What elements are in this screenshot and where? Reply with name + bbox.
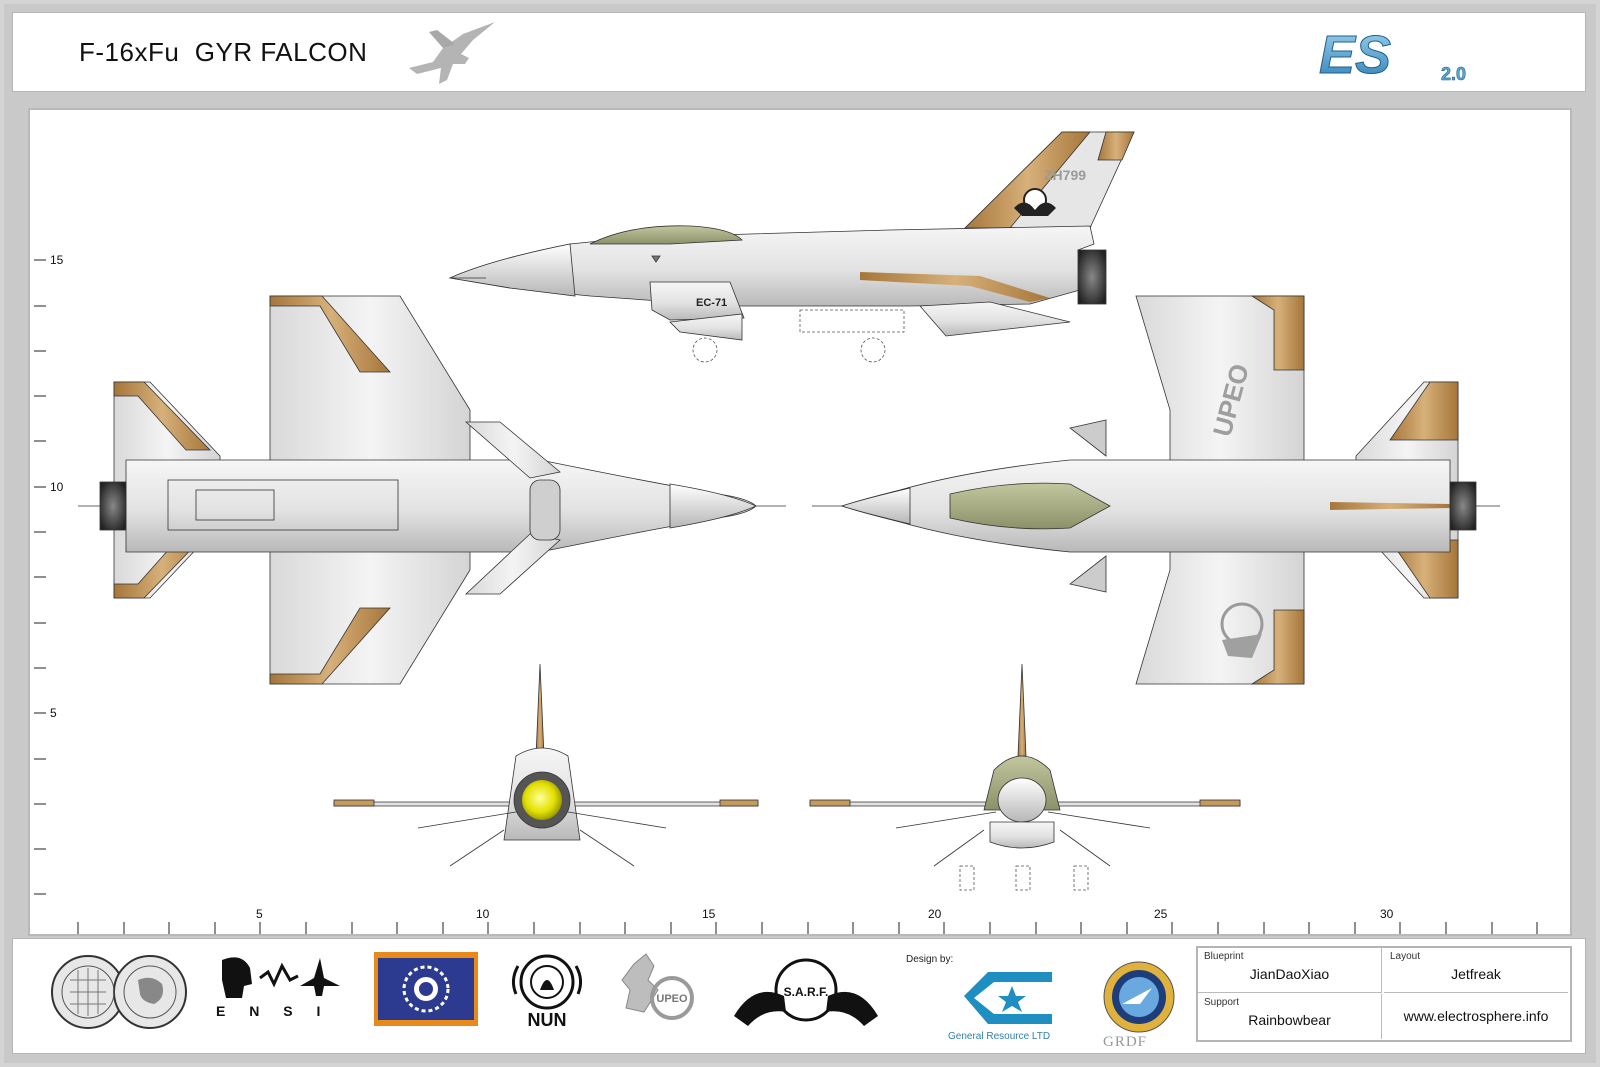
intake-code-text: EC-71 xyxy=(696,297,727,309)
general-resource-logo xyxy=(964,972,1052,1024)
x-label-25: 25 xyxy=(1154,907,1168,921)
x-label-5: 5 xyxy=(256,907,263,921)
page-title: F-16xFu GYR FALCON xyxy=(79,37,368,67)
y-label-15: 15 xyxy=(50,253,64,267)
y-label-5: 5 xyxy=(50,706,57,720)
infinity-logo-icon xyxy=(51,955,187,1029)
y-label-10: 10 xyxy=(50,480,64,494)
blueprint-canvas: 15 10 5 xyxy=(34,131,1538,934)
sarf-text: S.A.R.F. xyxy=(784,985,829,999)
nun-text: NUN xyxy=(528,1010,567,1030)
blueprint-drawing-area: 15 10 5 xyxy=(28,108,1572,936)
bottom-view: UPEO xyxy=(812,295,1500,685)
x-label-30: 30 xyxy=(1380,907,1394,921)
website-cell: www.electrosphere.info xyxy=(1384,994,1568,1039)
upeo-text: UPEO xyxy=(656,993,688,1005)
x-label-10: 10 xyxy=(476,907,490,921)
grdf-emblem-icon xyxy=(1103,961,1175,1033)
x-label-20: 20 xyxy=(928,907,942,921)
es-logo-version: 2.0 xyxy=(1441,64,1466,83)
grdf-label: GRDF xyxy=(1103,1034,1148,1050)
ensi-logo: E N S I xyxy=(216,957,340,1019)
eagle-flag-logo xyxy=(374,952,478,1026)
ruler-left xyxy=(34,259,46,895)
website-link[interactable]: www.electrosphere.info xyxy=(1403,1008,1549,1024)
layout-label: Layout xyxy=(1390,951,1421,962)
sarf-logo: S.A.R.F. xyxy=(734,958,878,1026)
upeo-logo: UPEO xyxy=(621,953,694,1020)
top-view xyxy=(78,295,786,685)
es-logo-letters: ES xyxy=(1319,33,1391,83)
blueprint-label: Blueprint xyxy=(1204,951,1244,962)
support-cell: Support Rainbowbear xyxy=(1198,994,1382,1039)
nun-logo: NUN xyxy=(511,954,583,1030)
ensi-text: E N S I xyxy=(216,1003,330,1019)
support-label: Support xyxy=(1204,997,1240,1008)
layout-value: Jetfreak xyxy=(1451,966,1501,982)
side-view: ZH799 EC-71 xyxy=(448,131,1135,363)
falcon-silhouette-icon xyxy=(409,22,495,84)
tail-code-text: ZH799 xyxy=(1044,167,1086,183)
design-by-label: Design by: xyxy=(906,954,954,965)
blueprint-cell: Blueprint JianDaoXiao xyxy=(1198,948,1382,993)
credits-table: Blueprint JianDaoXiao Layout Jetfreak Su… xyxy=(1196,946,1572,1042)
layout-cell: Layout Jetfreak xyxy=(1384,948,1568,993)
es-brand-logo: ES 2.0 xyxy=(1319,25,1509,88)
blueprint-value: JianDaoXiao xyxy=(1249,966,1330,982)
support-value: Rainbowbear xyxy=(1248,1012,1331,1028)
front-view xyxy=(809,663,1241,891)
title-bar: F-16xFu GYR FALCON ES 2.0 xyxy=(12,12,1586,92)
general-resource-label: General Resource LTD xyxy=(948,1031,1051,1042)
ruler-bottom xyxy=(77,922,1538,934)
x-label-15: 15 xyxy=(702,907,716,921)
rear-view xyxy=(333,663,759,867)
